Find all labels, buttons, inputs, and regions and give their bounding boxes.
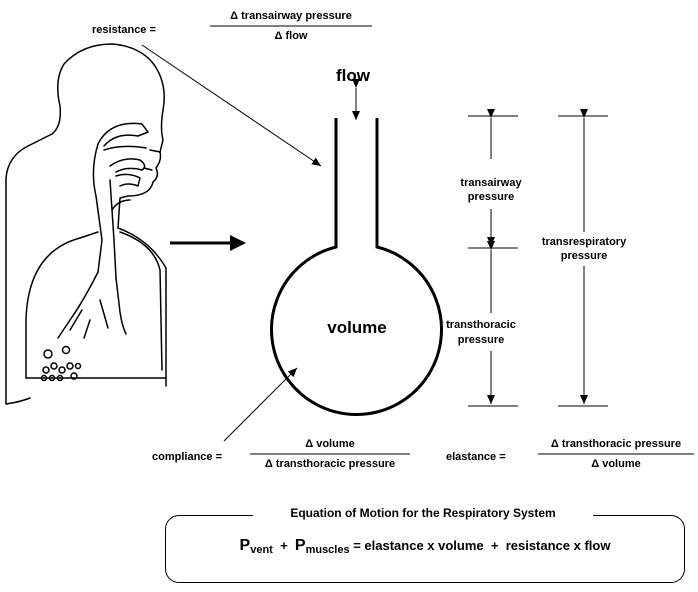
transairway-label-line2: pressure	[468, 191, 514, 203]
elastance-label: elastance =	[446, 451, 506, 463]
compliance-numerator: Δ volume	[305, 438, 354, 450]
human-head-torso-icon	[6, 44, 166, 404]
resistance-pointer-arrow	[142, 45, 321, 166]
muscles-subscript: muscles	[306, 544, 350, 556]
transrespiratory-label-line1: transrespiratory	[542, 236, 627, 248]
equation-rhs: = elastance x volume + resistance x flow	[353, 538, 610, 553]
lung-model-balloon	[272, 118, 442, 414]
transthoracic-label-line2: pressure	[458, 334, 504, 346]
p-muscles-symbol: P	[295, 537, 306, 554]
resistance-denominator: Δ flow	[275, 30, 308, 42]
elastance-denominator: Δ volume	[591, 458, 640, 470]
equation-plus: +	[280, 538, 288, 553]
resistance-label: resistance =	[92, 24, 156, 36]
compliance-pointer-arrow	[224, 368, 297, 441]
transthoracic-label-line1: transthoracic	[446, 319, 516, 331]
equation-title: Equation of Motion for the Respiratory S…	[253, 504, 593, 522]
compliance-label: compliance =	[152, 451, 222, 463]
transairway-label-line1: transairway	[460, 177, 522, 189]
elastance-numerator: Δ transthoracic pressure	[551, 438, 681, 450]
flow-label: flow	[336, 66, 371, 85]
equation-of-motion: Pvent + Pmuscles = elastance x volume + …	[165, 537, 685, 556]
transrespiratory-label-line2: pressure	[561, 250, 607, 262]
right-arrow-icon	[230, 235, 246, 251]
resistance-numerator: Δ transairway pressure	[230, 10, 352, 22]
compliance-denominator: Δ transthoracic pressure	[265, 458, 395, 470]
volume-label: volume	[327, 318, 387, 337]
vent-subscript: vent	[250, 544, 273, 556]
p-vent-symbol: P	[240, 537, 251, 554]
